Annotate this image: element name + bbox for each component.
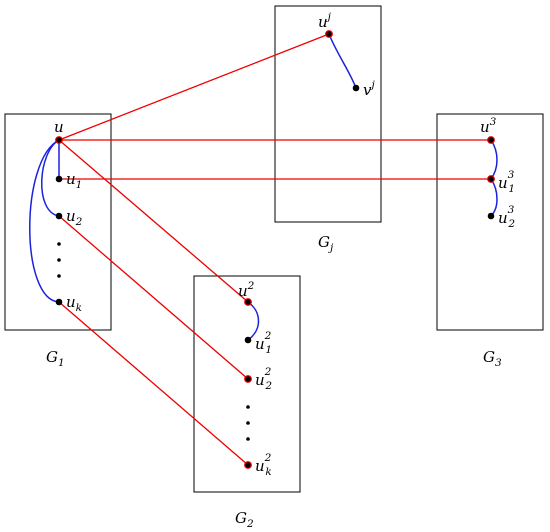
vertex-uk-sup2 (244, 461, 252, 469)
vertex-u1-sup3 (487, 175, 495, 183)
ellipsis-g2 (246, 405, 250, 441)
label-u1: u1 (66, 170, 82, 191)
container-gj (274, 5, 382, 223)
label-uk: uk (66, 293, 82, 314)
ellipsis-dot (246, 437, 250, 441)
ellipsis-dot (57, 242, 61, 246)
vertex-u-sup3 (487, 136, 495, 144)
ellipsis-dot (246, 405, 250, 409)
vertex-uk (55, 298, 63, 306)
container-labels: G1 G2 G3 Gj (46, 233, 502, 530)
ellipsis-dot (57, 274, 61, 278)
container-g1 (4, 113, 112, 331)
label-u: u (54, 118, 64, 136)
label-u2: u2 (66, 207, 83, 228)
edge-u-u2sup (58, 139, 249, 303)
vertex-u1 (55, 175, 63, 183)
vertex-u2-sup3 (487, 212, 495, 220)
ellipsis-g1 (57, 242, 61, 278)
vertex-u2 (55, 212, 63, 220)
container-g3 (436, 113, 544, 331)
vertex-vj (352, 84, 360, 92)
red-edges (58, 33, 491, 466)
edge-u-u2 (41, 139, 60, 217)
ellipsis-dot (246, 421, 250, 425)
label-u-sup3: u3 (480, 116, 497, 136)
vertex-u2-sup2 (244, 375, 252, 383)
edge-u3-u13 (490, 139, 498, 180)
vertex-u1-sup2 (244, 336, 252, 344)
edge-u-uj (58, 33, 330, 141)
label-uj: uj (318, 11, 332, 31)
edge-u2-u22 (58, 215, 249, 380)
edge-u2sup-u12 (247, 301, 260, 341)
vertex-uj (325, 30, 333, 38)
container-g2 (193, 275, 301, 493)
blue-edges (29, 33, 498, 341)
vertices (55, 30, 495, 469)
vertex-u-sup2 (244, 298, 252, 306)
label-g3: G3 (483, 348, 502, 369)
ellipsis-dot (57, 258, 61, 262)
label-g1: G1 (46, 348, 65, 369)
label-vj: vj (363, 79, 375, 99)
edge-u13-u23 (490, 178, 498, 217)
label-u-sup2: u2 (238, 280, 255, 300)
edge-uj-vj (328, 33, 357, 89)
vertex-u (55, 136, 63, 144)
label-g2: G2 (235, 509, 254, 530)
label-gj: Gj (318, 233, 334, 254)
edge-u-uk (29, 139, 60, 303)
edge-uk-uk2 (58, 301, 249, 466)
